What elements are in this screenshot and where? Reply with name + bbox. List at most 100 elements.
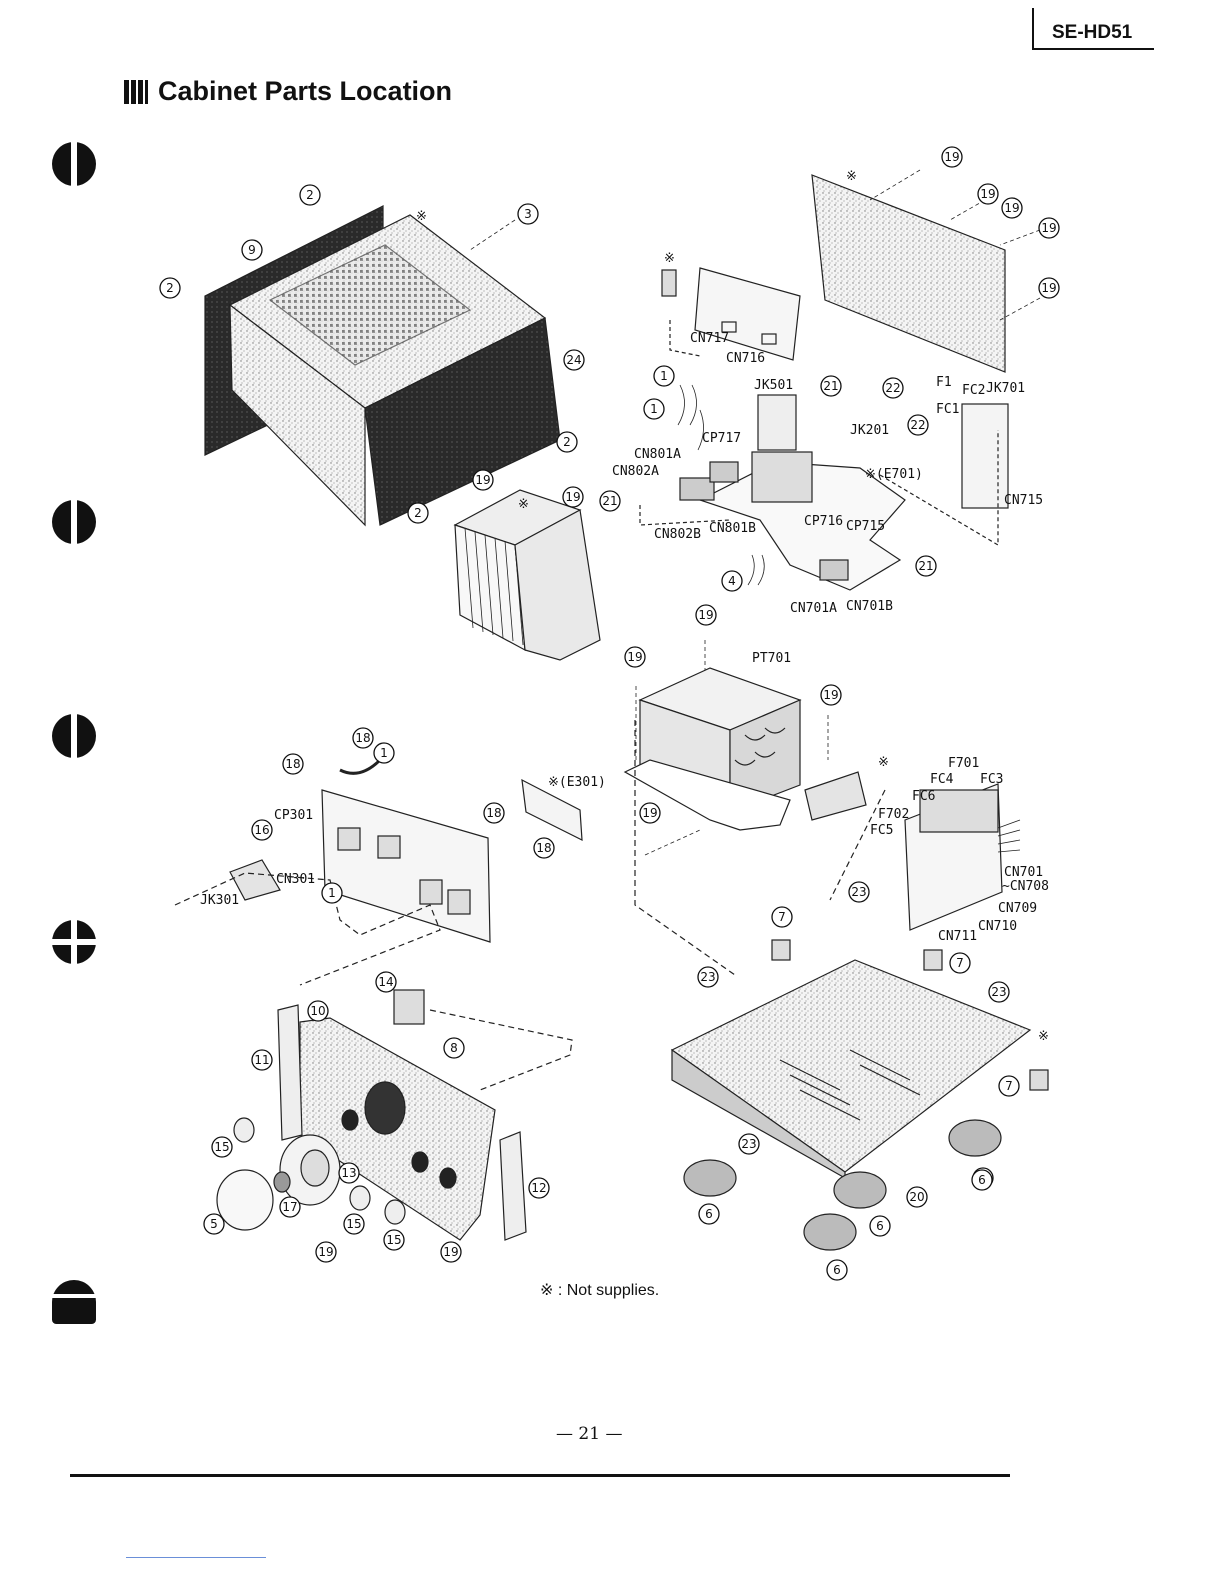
callout-number: 19 — [1041, 221, 1056, 235]
callout-2: 2 — [556, 431, 578, 453]
callout-circle — [882, 377, 904, 399]
part-label: ~CN708 — [1002, 879, 1049, 894]
callout-19: 19 — [977, 183, 999, 205]
callout-circle — [211, 1136, 233, 1158]
part-label: CN301 — [276, 872, 315, 887]
callout-number: 18 — [355, 731, 370, 745]
callout-circle — [698, 1203, 720, 1225]
callout-number: 18 — [536, 841, 551, 855]
part-label: FC4 — [930, 772, 954, 787]
heatsink — [453, 489, 601, 661]
callout-23: 23 — [988, 981, 1010, 1003]
callout-number: 1 — [660, 369, 668, 383]
binding-hole-icon — [52, 714, 96, 758]
callout-19: 19 — [820, 684, 842, 706]
part-label: CN709 — [998, 901, 1037, 916]
callout-22: 22 — [907, 414, 929, 436]
not-supplied-mark: ※ — [846, 169, 857, 184]
callout-18: 18 — [282, 753, 304, 775]
callout-21: 21 — [599, 490, 621, 512]
callout-number: 23 — [991, 985, 1006, 999]
callout-number: 15 — [346, 1217, 361, 1231]
part-label: JK701 — [986, 381, 1025, 396]
callout-8: 8 — [443, 1037, 465, 1059]
callout-circle — [443, 1037, 465, 1059]
part-label: FC3 — [980, 772, 1003, 787]
not-supplied-mark: ※ — [878, 755, 889, 770]
part-label: CN715 — [1004, 493, 1043, 508]
callout-number: 6 — [833, 1263, 841, 1277]
foot — [803, 1213, 857, 1251]
callout-circle — [562, 486, 584, 508]
callout-number: 13 — [341, 1166, 356, 1180]
callout-number: 19 — [318, 1245, 333, 1259]
binding-hole-icon — [52, 142, 96, 186]
page-title: Cabinet Parts Location — [124, 76, 452, 107]
callout-circle — [352, 727, 374, 749]
callout-number: 20 — [909, 1190, 924, 1204]
callout-19: 19 — [624, 646, 646, 668]
callout-1: 1 — [321, 882, 343, 904]
callout-circle — [977, 183, 999, 205]
callout-number: 15 — [386, 1233, 401, 1247]
callout-11: 11 — [251, 1049, 273, 1071]
part-label: CN716 — [726, 351, 765, 366]
callout-circle — [949, 952, 971, 974]
callout-circle — [440, 1241, 462, 1263]
callout-2: 2 — [407, 502, 429, 524]
callout-circle — [307, 1000, 329, 1022]
callout-number: 23 — [700, 970, 715, 984]
foot — [683, 1159, 737, 1197]
callout-circle — [869, 1215, 891, 1237]
callout-6: 6 — [826, 1259, 848, 1281]
callout-19: 19 — [562, 486, 584, 508]
part-label: CN701 — [1004, 865, 1043, 880]
callout-number: 22 — [910, 418, 925, 432]
callout-number: 19 — [642, 806, 657, 820]
callout-number: 2 — [414, 506, 422, 520]
callout-circle — [1001, 197, 1023, 219]
callout-6: 6 — [698, 1203, 720, 1225]
callout-circle — [373, 742, 395, 764]
callout-circle — [251, 1049, 273, 1071]
callout-number: 19 — [627, 650, 642, 664]
front-pcb — [321, 789, 491, 943]
callout-number: 4 — [728, 574, 736, 588]
callout-number: 19 — [565, 490, 580, 504]
callout-number: 6 — [705, 1207, 713, 1221]
callout-18: 18 — [533, 837, 555, 859]
callout-17: 17 — [279, 1196, 301, 1218]
callout-19: 19 — [315, 1241, 337, 1263]
callout-circle — [988, 981, 1010, 1003]
callout-23: 23 — [697, 966, 719, 988]
part-label: CN701B — [846, 599, 893, 614]
callout-number: 21 — [918, 559, 933, 573]
callout-15: 15 — [343, 1213, 365, 1235]
foot — [833, 1171, 887, 1209]
bottom-chassis — [670, 959, 1032, 1180]
callout-5: 5 — [203, 1213, 225, 1235]
callout-number: 19 — [443, 1245, 458, 1259]
callout-1: 1 — [643, 398, 665, 420]
part-label: ※(E301) — [548, 775, 606, 790]
volume-knob — [216, 1169, 274, 1231]
callout-circle — [738, 1133, 760, 1155]
callout-circle — [643, 398, 665, 420]
part-label: CP301 — [274, 808, 313, 823]
part-label: F701 — [948, 756, 979, 771]
callout-circle — [472, 469, 494, 491]
callout-number: 21 — [602, 494, 617, 508]
callout-number: 19 — [944, 150, 959, 164]
callout-9: 9 — [241, 239, 263, 261]
callout-number: 10 — [310, 1004, 325, 1018]
callout-circle — [315, 1241, 337, 1263]
callout-6: 6 — [971, 1169, 993, 1191]
power-transformer-pt701 — [623, 667, 802, 831]
callout-circle — [241, 239, 263, 261]
callout-circle — [941, 146, 963, 168]
callout-circle — [653, 365, 675, 387]
callout-circle — [998, 1075, 1020, 1097]
callout-circle — [563, 349, 585, 371]
callout-number: 19 — [1041, 281, 1056, 295]
